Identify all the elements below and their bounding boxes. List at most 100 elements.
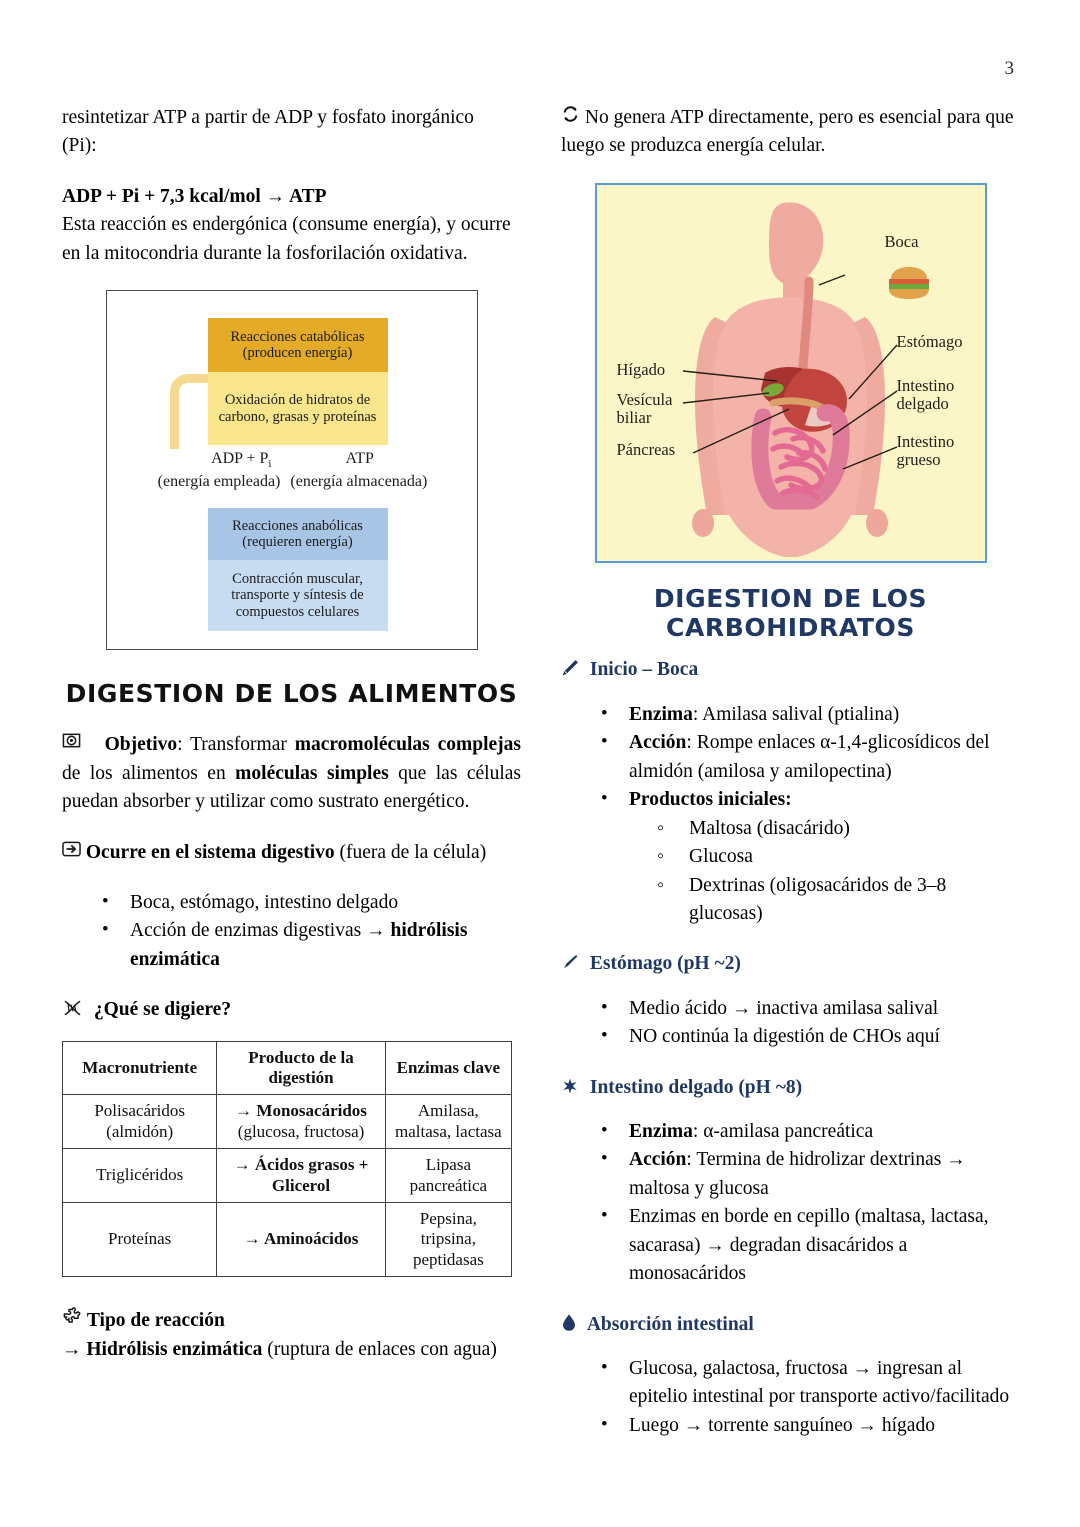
droplet-icon	[561, 1313, 577, 1341]
figure-atp-term: ATP	[345, 450, 374, 468]
anatomy-illustration	[596, 184, 985, 561]
atp-metabolism-figure: Reacciones catabólicas (producen energía…	[105, 290, 478, 651]
objetivo-text-c: que las células puedan absorber y utiliz…	[62, 762, 521, 813]
table-row: Triglicéridos → Ácidos grasos + Glicerol…	[61, 1148, 513, 1203]
bullet-bold: hidrólisis enzimática	[130, 920, 468, 970]
digestive-anatomy-figure: Boca Estómago Intestino delgado Intestin…	[594, 182, 987, 563]
ocurre-paragraph: Ocurre en el sistema digestivo (fuera de…	[62, 839, 521, 867]
bullet-text: Acción de enzimas digestivas →	[130, 920, 391, 942]
list-item: Productos iniciales:	[561, 785, 1020, 814]
bullet-text: Enzimas en borde en cepillo (maltasa, la…	[629, 1206, 989, 1285]
cell-product-bold: → Monosacáridos	[235, 1101, 367, 1121]
puzzle-icon	[62, 1307, 87, 1331]
cell-nutrient: Polisacáridos (almidón)	[61, 1094, 218, 1150]
list-item: Acción: Rompe enlaces α-1,4-glicosídicos…	[561, 728, 1020, 786]
objetivo-bold-b: moléculas simples	[235, 762, 389, 784]
table-header-macronutriente: Macronutriente	[61, 1040, 218, 1096]
list-item: Enzima: α-amilasa pancreática	[561, 1117, 1020, 1146]
table-header-row: Macronutriente Producto de la digestión …	[61, 1040, 513, 1096]
bullet-bold: Acción	[629, 1149, 687, 1171]
intestino-delgado-bullets: Enzima: α-amilasa pancreática Acción: Te…	[561, 1117, 1020, 1289]
figure-adp-caption: (energía empleada)	[157, 472, 281, 490]
list-item: Acción: Termina de hidrolizar dextrinas …	[561, 1145, 1020, 1203]
cell-product-bold: → Aminoácidos	[243, 1229, 359, 1249]
anatomy-label-intestino-delgado: Intestino delgado	[896, 375, 955, 414]
tipo-reaccion-rest: (ruptura de enlaces con agua)	[262, 1338, 497, 1360]
two-column-body: resintetizar ATP a partir de ADP y fosfa…	[61, 104, 1020, 1440]
cell-nutrient: Proteínas	[61, 1201, 218, 1278]
list-item: Medio ácido → inactiva amilasa salival	[561, 994, 1020, 1023]
recycle-arrows-icon	[561, 106, 585, 128]
inicio-boca-bullets: Enzima: Amilasa salival (ptialina) Acció…	[561, 700, 1020, 815]
list-item: Glucosa	[629, 842, 1020, 872]
que-se-digiere-heading: ¿Qué se digiere?	[62, 996, 521, 1026]
table-header-producto: Producto de la digestión	[216, 1040, 386, 1096]
ocurre-bullet-list: Boca, estómago, intestino delgado Acción…	[62, 888, 521, 974]
estomago-bullets: Medio ácido → inactiva amilasa salival N…	[561, 994, 1020, 1052]
table-row: Proteínas → Aminoácidos Pepsina, tripsin…	[61, 1201, 513, 1278]
list-item: Luego → torrente sanguíneo → hígado	[561, 1411, 1020, 1440]
section-heading-absorcion-intestinal: Absorción intestinal	[561, 1311, 1020, 1341]
anatomy-label-intestino-grueso: Intestino grueso	[896, 431, 955, 470]
figure-anabolic-header: Reacciones anabólicas (requieren energía…	[207, 508, 388, 561]
cell-product-plain: (glucosa, fructosa)	[237, 1121, 365, 1141]
ocurre-bold: Ocurre en el sistema digestivo	[85, 841, 335, 863]
section-heading-estomago: Estómago (pH ~2)	[561, 950, 1020, 980]
left-column: resintetizar ATP a partir de ADP y fosfa…	[61, 104, 521, 1440]
figure-catabolic-body: Oxidación de hidratos de carbono, grasas…	[207, 372, 388, 446]
list-item: Maltosa (disacárido)	[629, 814, 1020, 844]
cell-enzymes: Amilasa, maltasa, lactasa	[384, 1094, 513, 1150]
bullet-text: : Amilasa salival (ptialina)	[692, 703, 900, 725]
cell-enzymes: Pepsina, tripsina, peptidasas	[384, 1201, 513, 1278]
productos-iniciales-sublist: Maltosa (disacárido) Glucosa Dextrinas (…	[629, 814, 1020, 929]
dna-icon	[62, 998, 83, 1026]
atp-equation-note: Esta reacción es endergónica (consume en…	[62, 214, 511, 264]
section-title: Intestino delgado (pH ~8)	[589, 1076, 803, 1098]
table-header-enzimas: Enzimas clave	[384, 1040, 513, 1096]
objetivo-label: Objetivo	[104, 734, 178, 756]
list-item: Glucosa, galactosa, fructosa → ingresan …	[561, 1354, 1020, 1412]
anatomy-label-estomago: Estómago	[896, 331, 963, 351]
list-item: Enzimas en borde en cepillo (maltasa, la…	[561, 1202, 1020, 1288]
right-column: No genera ATP directamente, pero es esen…	[561, 104, 1020, 1440]
pencil-filled-icon	[561, 952, 579, 980]
section-title: Estómago (pH ~2)	[589, 953, 741, 975]
que-se-digiere-label: ¿Qué se digiere?	[93, 999, 232, 1021]
tipo-reaccion-bold: → Hidrólisis enzimática	[62, 1338, 263, 1360]
anatomy-label-vesicula-biliar: Vesícula biliar	[616, 389, 673, 428]
pencil-outline-icon	[561, 658, 579, 686]
section-title: Absorción intestinal	[586, 1313, 754, 1335]
ocurre-rest: (fuera de la célula)	[334, 841, 487, 863]
page-number: 3	[1004, 58, 1015, 79]
bullet-text: : Rompe enlaces α-1,4-glicosídicos del a…	[629, 732, 990, 782]
section-heading-inicio-boca: Inicio – Boca	[561, 656, 1020, 686]
table-row: Polisacáridos (almidón) → Monosacáridos …	[61, 1094, 513, 1150]
absorcion-bullets: Glucosa, galactosa, fructosa → ingresan …	[561, 1354, 1020, 1440]
section-heading-intestino-delgado: Intestino delgado (pH ~8)	[561, 1074, 1020, 1104]
anatomy-label-boca: Boca	[884, 231, 919, 251]
figure-catabolic-header: Reacciones catabólicas (producen energía…	[207, 318, 388, 373]
atp-equation-block: ADP + Pi + 7,3 kcal/mol → ATP Esta reacc…	[62, 183, 521, 268]
intro-paragraph: resintetizar ATP a partir de ADP y fosfa…	[62, 104, 521, 161]
cell-nutrient: Triglicéridos	[61, 1148, 218, 1203]
figure-adp-term: ADP + Pi	[211, 450, 272, 471]
intro-line-2: (Pi):	[62, 135, 97, 157]
cell-product-bold: → Ácidos grasos + Glicerol	[233, 1155, 369, 1195]
atp-note-paragraph: No genera ATP directamente, pero es esen…	[561, 104, 1020, 161]
bullet-text: Boca, estómago, intestino delgado	[130, 891, 399, 913]
anatomy-label-pancreas: Páncreas	[616, 439, 676, 459]
heading-digestion-carbohidratos: DIGESTION DE LOS CARBOHIDRATOS	[653, 583, 928, 642]
cell-product: → Ácidos grasos + Glicerol	[216, 1148, 386, 1203]
bullet-bold: Productos iniciales:	[629, 789, 792, 811]
bullet-text: : α-amilasa pancreática	[692, 1120, 874, 1142]
list-item: Enzima: Amilasa salival (ptialina)	[561, 700, 1020, 729]
list-item: Dextrinas (oligosacáridos de 3–8 glucosa…	[629, 871, 1020, 929]
heading-digestion-alimentos: DIGESTION DE LOS ALIMENTOS	[65, 679, 518, 709]
objetivo-bold-a: macromoléculas complejas	[294, 734, 521, 756]
list-item: Boca, estómago, intestino delgado	[62, 888, 521, 917]
objetivo-text-b: de los alimentos en	[62, 762, 236, 784]
objetivo-text-a: : Transformar	[177, 734, 295, 756]
cell-enzymes: Lipasa pancreática	[384, 1148, 513, 1203]
list-item: NO continúa la digestión de CHOs aquí	[561, 1022, 1020, 1051]
